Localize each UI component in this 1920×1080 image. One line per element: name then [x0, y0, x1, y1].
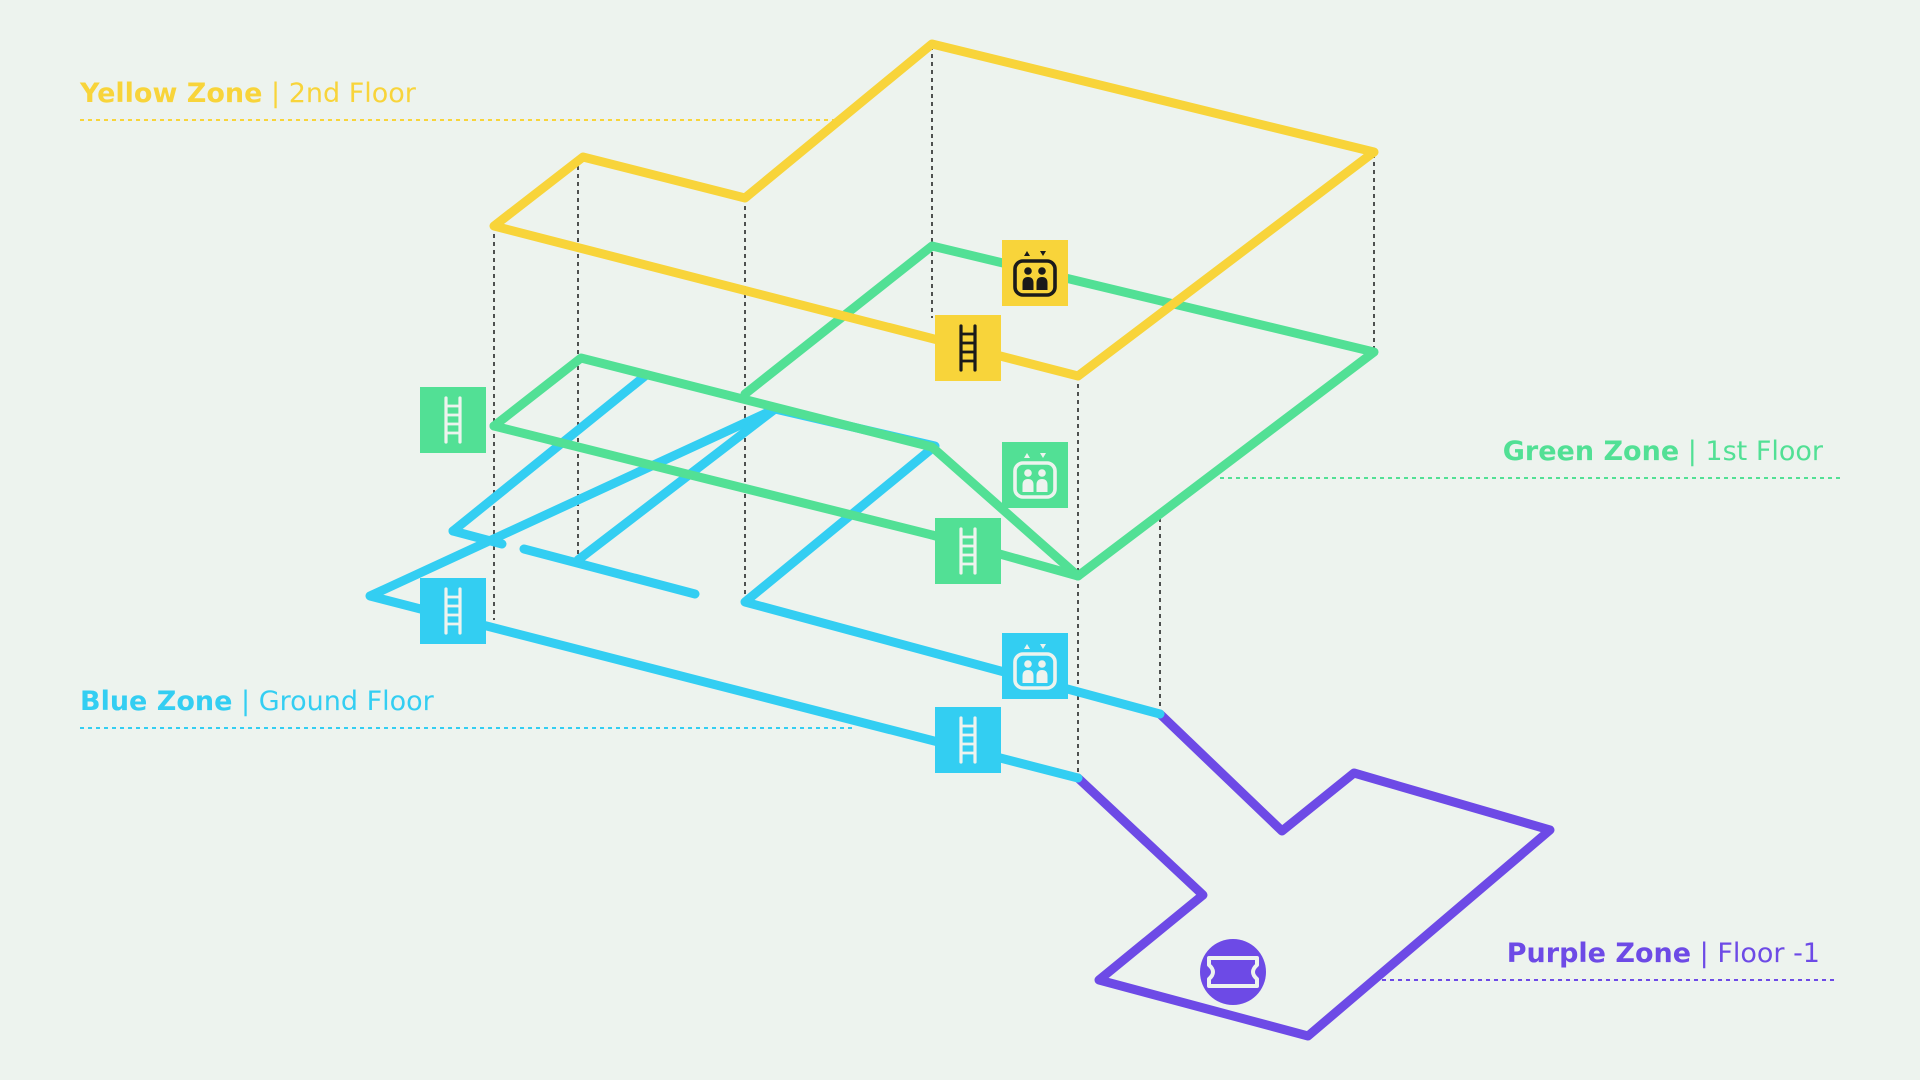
blue-wall: [573, 404, 780, 565]
green-stairs-tile: [420, 387, 486, 453]
green-zone-floor: 1st Floor: [1705, 436, 1823, 467]
blue-zone-separator: |: [232, 686, 258, 717]
green-elevator[interactable]: [1002, 442, 1068, 508]
green-wall: [489, 421, 937, 540]
blue-wall: [448, 371, 650, 536]
ticket-icon: [1207, 956, 1259, 988]
yellow-zone-separator: |: [262, 78, 288, 109]
projection-guides: [493, 46, 1375, 778]
blue-zone-label: Blue Zone | Ground Floor: [80, 686, 435, 717]
yellow-zone: [489, 39, 1379, 381]
green-stairs-left[interactable]: [420, 387, 486, 453]
ticket-badge: [1200, 939, 1266, 1005]
yellow-zone-floor: 2nd Floor: [289, 78, 417, 109]
purple-ticket[interactable]: [1200, 939, 1266, 1005]
blue-zone-floor: Ground Floor: [259, 686, 435, 717]
yellow-stairs-tile: [935, 315, 1001, 381]
yellow-stairs[interactable]: [935, 315, 1001, 381]
yellow-zone-name: Yellow Zone: [79, 78, 262, 109]
purple-zone-separator: |: [1691, 938, 1717, 969]
purple-zone-floor: Floor -1: [1717, 938, 1820, 969]
yellow-zone-label: Yellow Zone | 2nd Floor: [79, 78, 417, 109]
purple-zone: [1073, 709, 1555, 1041]
purple-zone-outline: [1073, 709, 1555, 1041]
yellow-zone-outline: [489, 39, 1379, 381]
blue-wall: [519, 544, 700, 599]
label-leaders: [80, 119, 1840, 981]
blue-stairs-tile: [420, 578, 486, 644]
blue-zone-name: Blue Zone: [80, 686, 232, 717]
blue-wall: [448, 526, 507, 549]
blue-stairs-left[interactable]: [420, 578, 486, 644]
purple-zone-label: Purple Zone | Floor -1: [1507, 938, 1820, 969]
green-zone-name: Green Zone: [1503, 436, 1679, 467]
blue-zone: [365, 371, 1165, 783]
blue-elevator[interactable]: [1002, 633, 1068, 699]
blue-stairs-right[interactable]: [935, 707, 1001, 773]
blue-stairs-tile: [935, 707, 1001, 773]
green-stairs-tile: [935, 518, 1001, 584]
green-stairs-right[interactable]: [935, 518, 1001, 584]
purple-zone-name: Purple Zone: [1507, 938, 1691, 969]
green-zone-label: Green Zone | 1st Floor: [1503, 436, 1824, 467]
yellow-elevator[interactable]: [1002, 240, 1068, 306]
green-zone-separator: |: [1679, 436, 1705, 467]
